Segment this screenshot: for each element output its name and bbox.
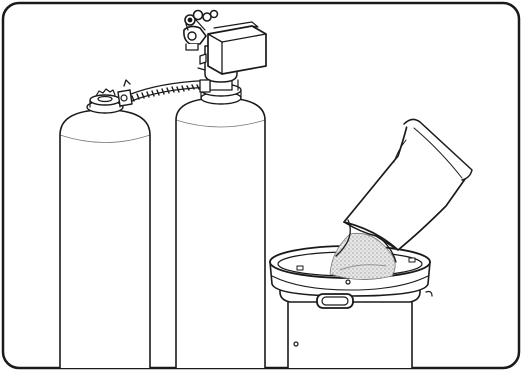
mineral-tank-right <box>176 76 265 371</box>
mineral-tank-left <box>60 89 150 371</box>
